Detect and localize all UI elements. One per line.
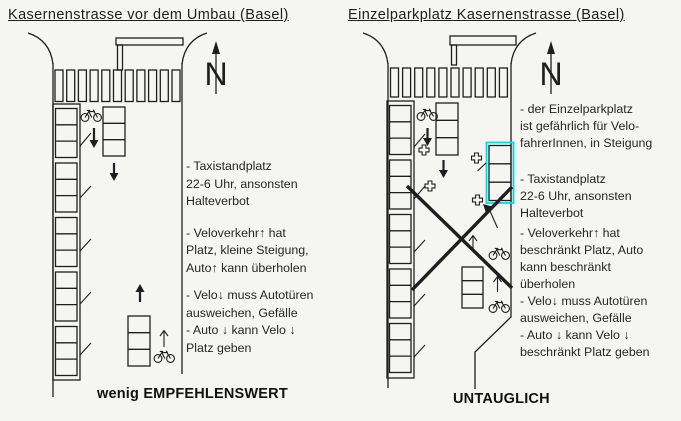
right-panel-notes: - der Einzelparkplatz ist gefährlich für… [520, 101, 681, 361]
access-tick-marks [413, 133, 426, 358]
right-verdict: UNTAUGLICH [453, 391, 550, 407]
right-street-diagram: N [362, 32, 563, 389]
pointer-line [477, 162, 487, 172]
note-taxi-stand: - Taxistandplatz 22-6 Uhr, ansonsten Hal… [520, 172, 632, 220]
left-panel-notes: - Taxistandplatz 22-6 Uhr, ansonsten Hal… [186, 158, 338, 357]
parked-car-rect [127, 315, 151, 367]
traffic-island-bar [115, 37, 184, 71]
left-panel-title: Kasernenstrasse vor dem Umbau (Basel) [8, 7, 289, 23]
bicycle-icon [488, 300, 510, 313]
note-velo-uphill: - Veloverkehr↑ hat Platz, kleine Steigun… [186, 225, 309, 275]
up-arrow-icon [159, 329, 169, 347]
north-label: N [539, 56, 562, 92]
taxi-stand-rect [102, 106, 126, 157]
up-arrow-icon [468, 234, 478, 252]
conflict-cross-icon [418, 144, 484, 206]
north-compass: N [204, 41, 228, 94]
cross-out-x [405, 184, 514, 292]
traffic-island-bar [449, 35, 517, 66]
down-arrow-icon [423, 128, 432, 146]
up-arrow-icon [493, 275, 502, 292]
down-arrow-icon [439, 160, 448, 178]
bicycle-icon [416, 108, 438, 121]
access-tick-marks [79, 132, 92, 356]
note-taxi-stand: - Taxistandplatz 22-6 Uhr, ansonsten Hal… [186, 159, 298, 208]
note-velo-downhill: - Velo↓ muss Autotüren ausweichen, Gefäl… [186, 288, 314, 355]
left-verdict: wenig EMPFEHLENSWERT [97, 386, 288, 402]
left-street-diagram: N [27, 32, 228, 397]
bicycle-icon [488, 247, 510, 260]
down-arrow-icon [109, 163, 119, 181]
down-arrow-icon [89, 128, 99, 148]
note-velo-downhill: - Velo↓ muss Autotüren ausweichen, Gefäl… [520, 294, 650, 359]
north-compass: N [539, 41, 563, 94]
note-danger: - der Einzelparkplatz ist gefährlich für… [520, 102, 653, 150]
single-parking-spot-highlight [485, 141, 515, 204]
crosswalk [54, 69, 181, 103]
up-arrow-icon [135, 284, 145, 302]
pointer-arrow [483, 204, 499, 229]
note-velo-uphill: - Veloverkehr↑ hat beschränkt Platz, Aut… [520, 226, 644, 291]
north-label: N [204, 56, 227, 92]
parked-car-rect [461, 266, 484, 309]
parking-lane [52, 103, 81, 381]
right-panel-title: Einzelparkplatz Kasernenstrasse (Basel) [348, 7, 625, 23]
crosswalk [389, 67, 509, 98]
parking-lane [386, 100, 415, 379]
bicycle-icon [80, 109, 102, 122]
taxi-stand-rect [435, 102, 459, 156]
bicycle-icon [153, 350, 175, 363]
